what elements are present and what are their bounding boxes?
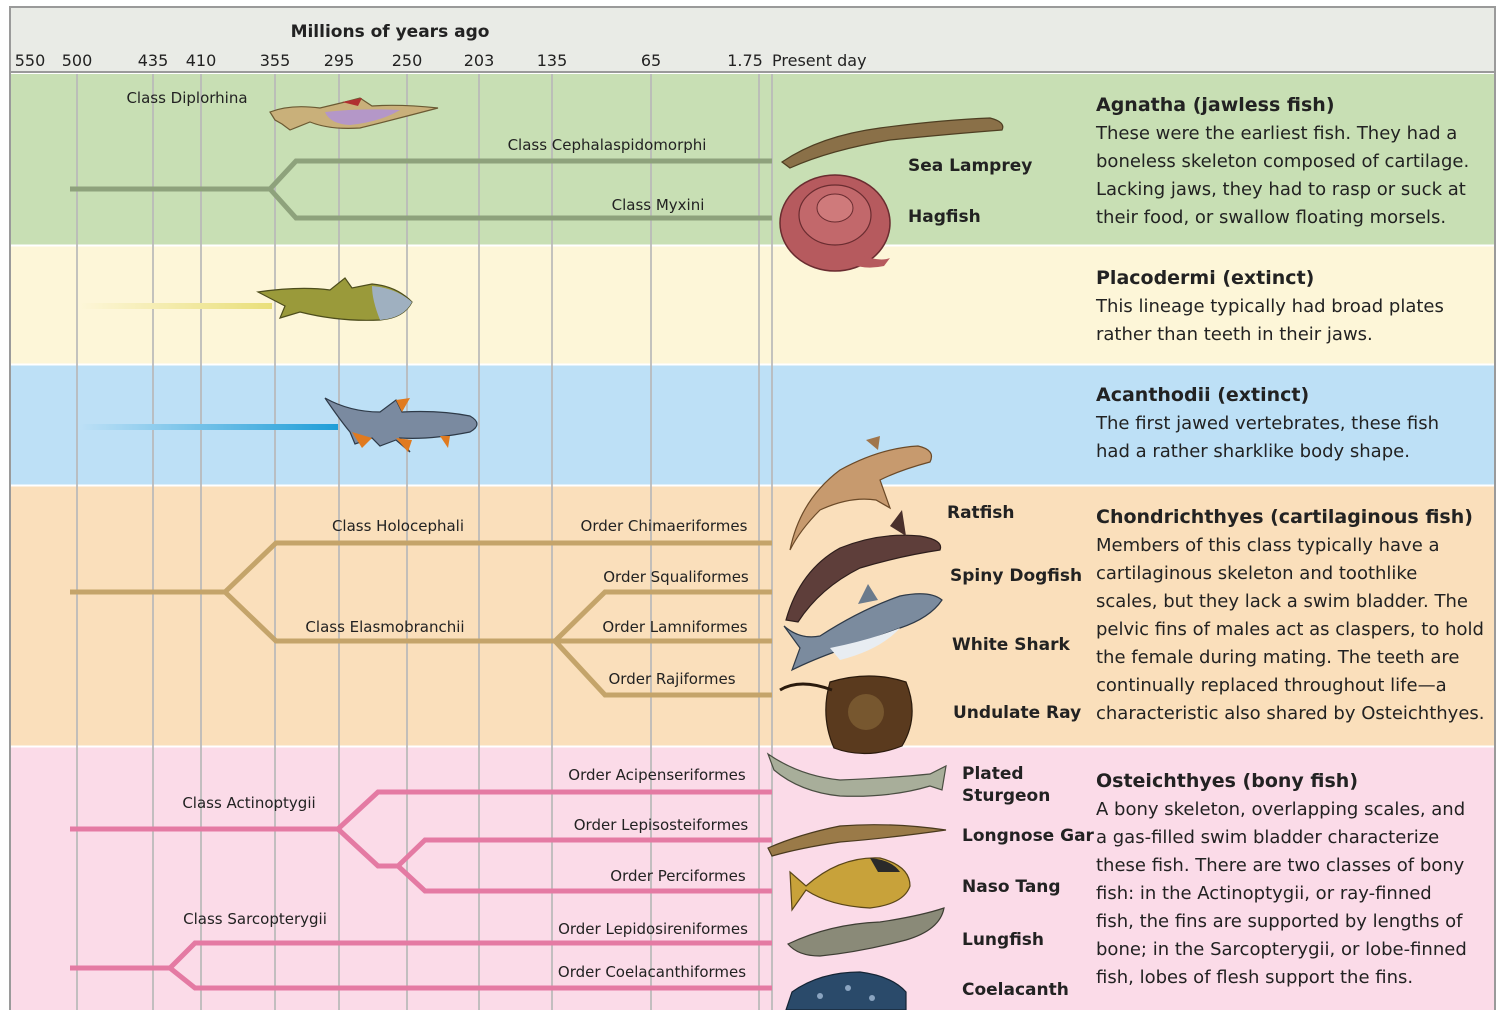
group-description-line: Members of this class typically have a bbox=[1096, 535, 1440, 556]
group-description-line: A bony skeleton, overlapping scales, and bbox=[1096, 799, 1465, 820]
group-description-line: the female during mating. The teeth are bbox=[1096, 647, 1459, 668]
label-order-coelacanthiformes: Order Coelacanthiformes bbox=[558, 963, 746, 981]
hagfish-illustration bbox=[780, 175, 890, 271]
tick-label: 295 bbox=[324, 51, 355, 70]
group-description-line: continually replaced throughout life—a bbox=[1096, 675, 1447, 696]
tick-label: 135 bbox=[537, 51, 568, 70]
tick-label: 65 bbox=[641, 51, 661, 70]
group-title-chondrichthyes: Chondrichthyes (cartilaginous fish) bbox=[1096, 506, 1473, 528]
species-lungfish: Lungfish bbox=[962, 930, 1044, 950]
group-description-line: These were the earliest fish. They had a bbox=[1095, 123, 1457, 144]
group-description-line: scales, but they lack a swim bladder. Th… bbox=[1096, 591, 1468, 612]
species-coelacanth: Coelacanth bbox=[962, 980, 1069, 1000]
group-description-line: This lineage typically had broad plates bbox=[1095, 296, 1444, 317]
group-description-line: fish, lobes of flesh support the fins. bbox=[1096, 967, 1413, 988]
group-description-line: The first jawed vertebrates, these fish bbox=[1095, 413, 1439, 434]
group-description-line: characteristic also shared by Osteichthy… bbox=[1096, 703, 1485, 724]
group-description-line: these fish. There are two classes of bon… bbox=[1096, 855, 1465, 876]
branch-placodermi bbox=[80, 303, 272, 309]
group-description-line: bone; in the Sarcopterygii, or lobe-finn… bbox=[1096, 939, 1467, 960]
group-description-line: boneless skeleton composed of cartilage. bbox=[1096, 151, 1469, 172]
group-title-placodermi: Placodermi (extinct) bbox=[1096, 267, 1314, 289]
label-order-acipenseriformes: Order Acipenseriformes bbox=[568, 766, 746, 784]
species-undulate-ray: Undulate Ray bbox=[953, 703, 1081, 723]
label-order-squaliformes: Order Squaliformes bbox=[603, 568, 749, 586]
group-title-acanthodii: Acanthodii (extinct) bbox=[1096, 384, 1309, 406]
group-description-line: their food, or swallow floating morsels. bbox=[1096, 207, 1446, 228]
species-naso-tang: Naso Tang bbox=[962, 877, 1061, 897]
label-order-lepisosteiformes: Order Lepisosteiformes bbox=[574, 816, 749, 834]
species-longnose-gar: Longnose Gar bbox=[962, 826, 1095, 846]
tick-label: 435 bbox=[138, 51, 169, 70]
group-title-osteichthyes: Osteichthyes (bony fish) bbox=[1096, 770, 1358, 792]
axis-title: Millions of years ago bbox=[291, 22, 490, 42]
tick-label: 355 bbox=[260, 51, 291, 70]
label-class-actinoptygii: Class Actinoptygii bbox=[182, 794, 315, 812]
group-description-line: a gas-filled swim bladder characterize bbox=[1096, 827, 1439, 848]
label-order-chimaeriformes: Order Chimaeriformes bbox=[581, 517, 748, 535]
group-description-line: cartilaginous skeleton and toothlike bbox=[1096, 563, 1417, 584]
group-description-line: pelvic fins of males act as claspers, to… bbox=[1096, 619, 1484, 640]
tick-label: 500 bbox=[62, 51, 93, 70]
species-spiny-dogfish: Spiny Dogfish bbox=[950, 566, 1082, 586]
group-description-line: rather than teeth in their jaws. bbox=[1096, 324, 1373, 345]
label-class-cephalaspidomorphi: Class Cephalaspidomorphi bbox=[508, 136, 707, 154]
tick-label: 250 bbox=[392, 51, 423, 70]
label-class-diplorhina: Class Diplorhina bbox=[126, 89, 247, 107]
species-sturgeon: Sturgeon bbox=[962, 786, 1050, 806]
group-description-line: fish, the fins are supported by lengths … bbox=[1096, 911, 1463, 932]
label-order-lepidosireniformes: Order Lepidosireniformes bbox=[558, 920, 748, 938]
label-class-elasmobranchii: Class Elasmobranchii bbox=[305, 618, 464, 636]
species-ratfish: Ratfish bbox=[947, 503, 1015, 523]
group-description-line: fish: in the Actinoptygii, or ray-finned bbox=[1096, 883, 1432, 904]
species-plated: Plated bbox=[962, 764, 1024, 784]
species-hagfish: Hagfish bbox=[908, 207, 981, 227]
tick-label: 410 bbox=[186, 51, 217, 70]
tick-label: 1.75 bbox=[727, 51, 763, 70]
group-title-agnatha: Agnatha (jawless fish) bbox=[1096, 94, 1335, 116]
label-class-sarcopterygii: Class Sarcopterygii bbox=[183, 910, 327, 928]
group-description-line: had a rather sharklike body shape. bbox=[1096, 441, 1410, 462]
species-sea-lamprey: Sea Lamprey bbox=[908, 156, 1032, 176]
label-class-holocephali: Class Holocephali bbox=[332, 517, 464, 535]
label-class-myxini: Class Myxini bbox=[612, 196, 705, 214]
tick-label: 203 bbox=[464, 51, 495, 70]
label-order-lamniformes: Order Lamniformes bbox=[602, 618, 747, 636]
label-order-rajiformes: Order Rajiformes bbox=[608, 670, 735, 688]
tick-label: 550 bbox=[15, 51, 46, 70]
label-order-perciformes: Order Perciformes bbox=[610, 867, 746, 885]
branch-acanthodii bbox=[80, 424, 338, 430]
species-white-shark: White Shark bbox=[952, 635, 1070, 655]
tick-label: Present day bbox=[772, 51, 867, 70]
group-description-line: Lacking jaws, they had to rasp or suck a… bbox=[1096, 179, 1466, 200]
